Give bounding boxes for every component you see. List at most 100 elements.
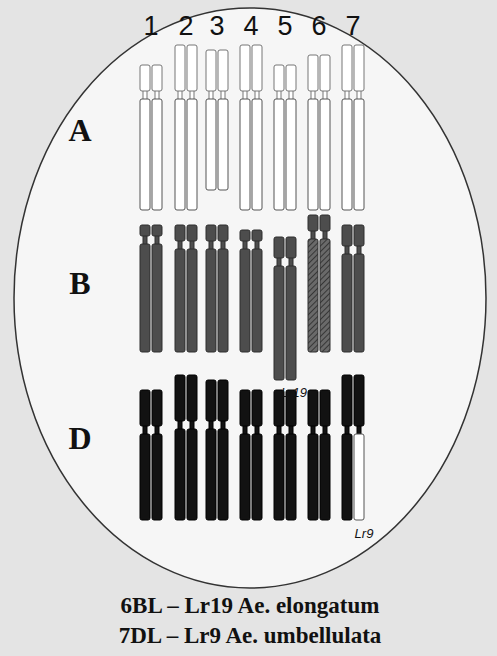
chromatid	[187, 45, 197, 210]
long-arm	[140, 99, 150, 210]
chromatid	[274, 390, 284, 520]
long-arm	[152, 434, 162, 520]
long-arm	[320, 99, 330, 210]
long-arm	[187, 99, 197, 210]
column-number-holder: 7	[345, 11, 360, 42]
column-number: 2	[178, 11, 193, 41]
chromatid	[286, 65, 296, 210]
long-arm	[308, 99, 318, 210]
long-arm	[187, 429, 197, 520]
long-arm	[206, 99, 216, 190]
chromatid	[354, 225, 364, 352]
short-arm	[152, 225, 162, 236]
gene-label-holder: Lr19	[281, 383, 307, 401]
short-arm	[187, 225, 197, 241]
caption-line-holder: 7DL – Lr9 Ae. umbellulata	[119, 623, 382, 649]
long-arm	[218, 99, 228, 190]
chromatid	[206, 50, 216, 190]
short-arm	[320, 55, 330, 91]
column-number: 1	[143, 11, 158, 41]
short-arm	[218, 225, 228, 241]
genome-letter: D	[68, 420, 91, 456]
short-arm	[320, 390, 330, 426]
chromatid	[286, 237, 296, 380]
chromatid	[252, 230, 262, 352]
long-arm	[354, 434, 364, 520]
long-arm	[274, 99, 284, 210]
short-arm	[218, 50, 228, 91]
short-arm	[206, 50, 216, 91]
chromatid	[175, 45, 185, 210]
long-arm	[187, 249, 197, 352]
chromatid	[140, 390, 150, 520]
chromatid	[187, 225, 197, 352]
long-arm	[308, 239, 318, 352]
short-arm	[175, 375, 185, 421]
chromatid	[140, 225, 150, 352]
short-arm	[240, 230, 250, 241]
long-arm	[175, 99, 185, 210]
long-arm	[175, 429, 185, 520]
short-arm	[140, 65, 150, 91]
genome-letter: A	[68, 112, 91, 148]
chromatid	[354, 375, 364, 520]
long-arm	[152, 244, 162, 352]
long-arm	[175, 249, 185, 352]
long-arm	[274, 434, 284, 520]
chromatid	[308, 215, 318, 352]
gene-label: Lr9	[355, 526, 374, 541]
chromatid	[218, 225, 228, 352]
chromatid	[354, 45, 364, 210]
chromatid	[342, 375, 352, 520]
chromatid	[342, 45, 352, 210]
chromatid	[140, 65, 150, 210]
long-arm	[320, 239, 330, 352]
long-arm	[286, 434, 296, 520]
genome-letter-holder: D	[68, 420, 91, 457]
long-arm	[354, 254, 364, 352]
short-arm	[252, 45, 262, 91]
short-arm	[320, 215, 330, 231]
short-arm	[240, 390, 250, 426]
chromatid	[274, 65, 284, 210]
long-arm	[286, 266, 296, 380]
short-arm	[175, 225, 185, 241]
chromatid	[320, 390, 330, 520]
long-arm	[240, 434, 250, 520]
short-arm	[240, 45, 250, 91]
long-arm	[206, 429, 216, 520]
chromatid	[152, 390, 162, 520]
chromatid	[218, 380, 228, 520]
long-arm	[286, 99, 296, 210]
short-arm	[218, 380, 228, 421]
long-arm	[240, 249, 250, 352]
chromatid	[252, 45, 262, 210]
short-arm	[308, 215, 318, 231]
short-arm	[342, 225, 352, 246]
caption-line: 6BL – Lr19 Ae. elongatum	[121, 593, 380, 618]
chromatid	[252, 390, 262, 520]
long-arm	[274, 266, 284, 380]
genome-letter: B	[69, 265, 90, 301]
column-number-holder: 2	[178, 11, 193, 42]
chromatid	[320, 215, 330, 352]
short-arm	[152, 65, 162, 91]
caption-line-holder: 6BL – Lr19 Ae. elongatum	[121, 593, 380, 619]
chromatid	[274, 237, 284, 380]
short-arm	[187, 45, 197, 91]
gene-label: Lr19	[281, 385, 307, 400]
chromatid	[175, 375, 185, 520]
long-arm	[342, 99, 352, 210]
long-arm	[218, 429, 228, 520]
chromatid	[308, 55, 318, 210]
column-number-holder: 6	[311, 11, 326, 42]
short-arm	[354, 45, 364, 91]
short-arm	[152, 390, 162, 426]
chromatid	[240, 45, 250, 210]
short-arm	[274, 237, 284, 258]
column-number: 6	[311, 11, 326, 41]
long-arm	[152, 99, 162, 210]
long-arm	[252, 99, 262, 210]
chromatid	[206, 225, 216, 352]
